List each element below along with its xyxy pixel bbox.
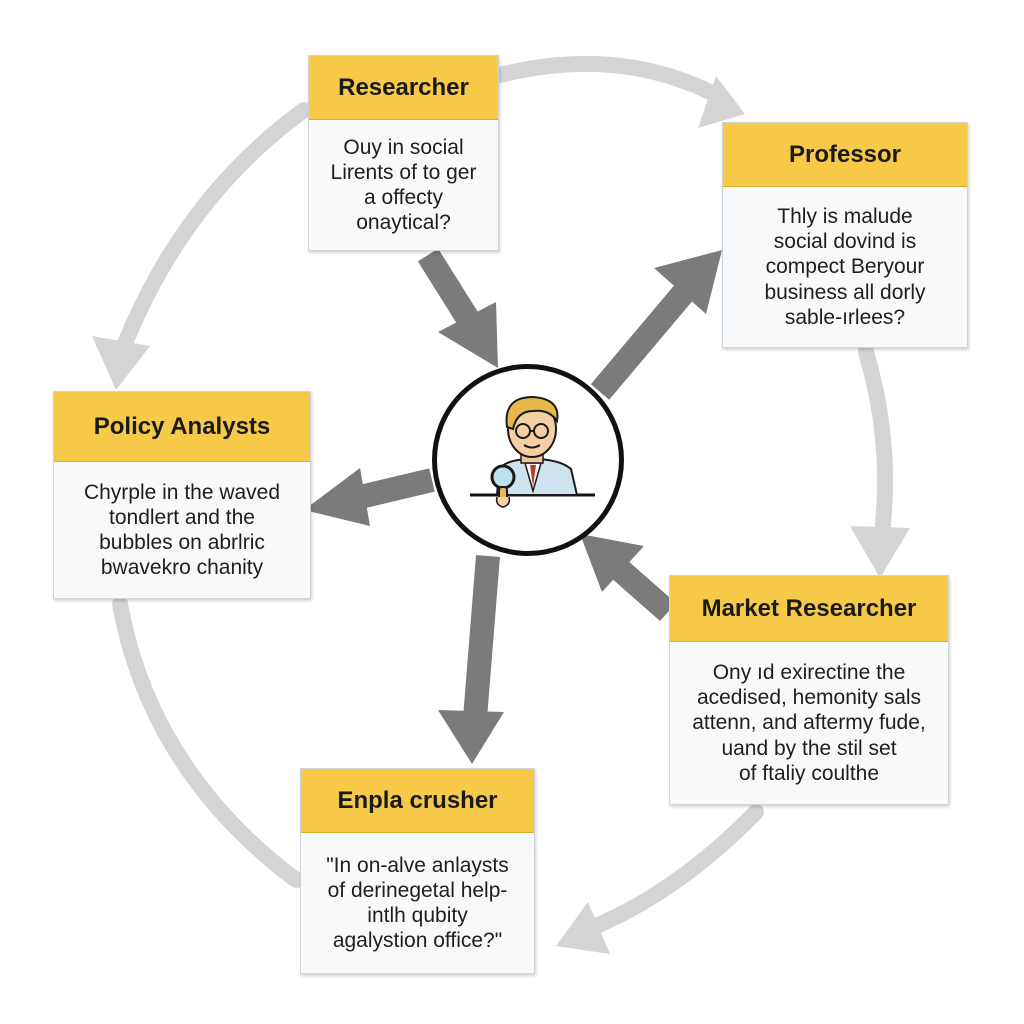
arc-head-market: [850, 526, 910, 578]
arc-head-professor: [698, 76, 745, 128]
node-professor-text: Thly is malude social dovind is compect …: [723, 187, 967, 347]
node-researcher: Researcher Ouy in social Lirents of to g…: [308, 55, 499, 251]
person-with-magnifier-icon: [470, 395, 595, 508]
node-enpla-crusher-line: agalystion office?": [332, 929, 503, 953]
node-enpla-crusher: Enpla crusher "In on-alve anlaysts of de…: [300, 768, 535, 974]
node-policy-analysts-title: Policy Analysts: [54, 392, 310, 462]
node-enpla-crusher-text: "In on-alve anlaysts of derinegetal help…: [301, 833, 534, 973]
node-market-researcher-line: acedised, hemonity sals: [696, 686, 922, 710]
arc-professor-to-market: [858, 344, 894, 556]
node-professor-title: Professor: [723, 123, 967, 187]
arc-policy-to-researcher: [112, 102, 312, 364]
center-node: [432, 364, 624, 556]
node-researcher-line: onaytical?: [356, 211, 451, 235]
arc-market-to-enpla: [588, 804, 764, 934]
node-researcher-text: Ouy in social Lirents of to ger a offect…: [309, 120, 498, 250]
spoke-head-enpla: [438, 710, 504, 764]
spoke-head-center-right: [580, 534, 644, 592]
node-market-researcher-text: Ony ıd exirectine the acedised, hemonity…: [670, 642, 948, 804]
node-policy-analysts-line: tondlert and the: [109, 505, 255, 529]
arc-head-policy: [92, 336, 150, 390]
spoke-professor-out: [590, 282, 696, 400]
arc-researcher-to-professor: [492, 55, 726, 104]
spoke-researcher-in: [417, 248, 481, 329]
node-market-researcher-line: attenn, and aftermy fude,: [692, 711, 926, 735]
arc-enpla-to-policy: [112, 596, 304, 888]
node-professor-line: sable-ırlees?: [784, 305, 906, 329]
node-researcher-line: a offecty: [364, 186, 443, 209]
node-market-researcher-line: Ony ıd exirectine the: [712, 661, 906, 685]
spoke-market-in: [610, 558, 676, 622]
node-policy-analysts-line: bubbles on abrlric: [99, 531, 265, 554]
node-enpla-crusher-title: Enpla crusher: [301, 769, 534, 833]
spoke-head-center-top: [438, 302, 498, 368]
spoke-policy-out: [353, 468, 435, 510]
node-professor: Professor Thly is malude social dovind i…: [722, 122, 968, 348]
arc-head-enpla: [556, 902, 610, 954]
node-market-researcher: Market Researcher Ony ıd exirectine the …: [669, 575, 949, 805]
node-enpla-crusher-line: intlh qubity: [367, 904, 468, 927]
node-market-researcher-title: Market Researcher: [670, 576, 948, 642]
spoke-head-professor: [654, 250, 722, 314]
node-policy-analysts-text: Chyrple in the waved tondlert and the bu…: [54, 462, 310, 598]
node-enpla-crusher-line: of derinegetal help-: [327, 878, 508, 902]
node-researcher-line: Ouy in social: [343, 135, 464, 159]
node-researcher-title: Researcher: [309, 56, 498, 120]
node-policy-analysts-line: bwavekro chanity: [100, 556, 264, 580]
node-professor-line: Thly is malude: [777, 205, 913, 229]
node-policy-analysts-line: Chyrple in the waved: [83, 480, 281, 504]
node-researcher-line: Lirents of to ger: [330, 160, 477, 184]
node-market-researcher-line: uand by the stil set: [721, 736, 897, 760]
node-professor-line: compect Beryour: [765, 255, 925, 279]
spoke-enpla-out: [463, 555, 500, 719]
node-policy-analysts: Policy Analysts Chyrple in the waved ton…: [53, 391, 311, 599]
node-market-researcher-line: of ftaliy coulthe: [738, 761, 880, 785]
node-professor-line: social dovind is: [773, 230, 917, 254]
node-enpla-crusher-line: "In on-alve anlaysts: [326, 853, 509, 877]
spoke-head-policy: [304, 468, 370, 526]
node-professor-line: business all dorly: [764, 280, 926, 304]
